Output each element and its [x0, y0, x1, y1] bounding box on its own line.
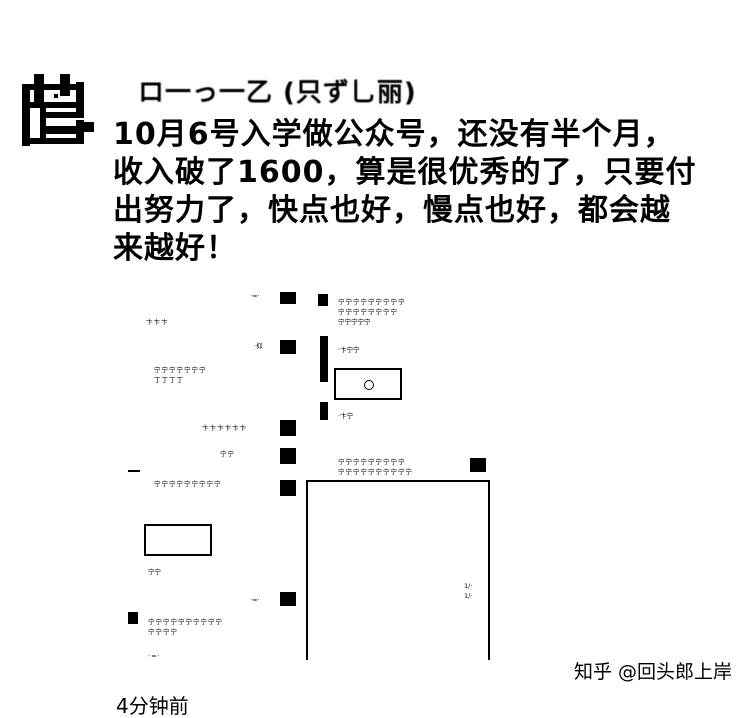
- chat-avatar-icon: [280, 592, 296, 606]
- chat-message: 宁宁宁宁宁宁宁: [154, 366, 207, 374]
- loading-icon: [364, 380, 374, 390]
- chat-message: 卞卞卞卞卞卞: [202, 424, 247, 432]
- chat-avatar-icon: [318, 294, 328, 306]
- chat-message: 宁宁宁宁宁: [338, 318, 371, 326]
- chat-avatar-icon: [470, 458, 486, 472]
- chat-screenshot-image[interactable]: ·=· 卞卞卞 ·仰 宁宁宁宁宁宁宁 丁丁丁丁 卞卞卞卞卞卞 宁宁 宁宁宁宁宁宁…: [124, 280, 504, 660]
- avatar-icon: [22, 74, 94, 146]
- post-avatar[interactable]: [20, 72, 98, 150]
- post-text-line: 10月6号入学做公众号，还没有半个月，: [113, 117, 675, 152]
- chat-message: ·卞宁宁: [338, 346, 360, 354]
- chat-avatar-icon: [280, 448, 296, 464]
- chat-message: 宁宁宁宁宁宁宁宁宁宁: [148, 618, 223, 626]
- chat-message: 宁宁: [148, 568, 161, 576]
- post-text: 10月6号入学做公众号，还没有半个月， 收入破了1600，算是很优秀的了，只要付…: [113, 116, 713, 268]
- chat-message: ·卞宁: [338, 412, 354, 420]
- chat-avatar-icon: [280, 480, 296, 496]
- chat-message: 1/·: [464, 592, 473, 600]
- chat-avatar-icon: [320, 402, 328, 420]
- chat-avatar-icon: [128, 612, 138, 624]
- chat-avatar-icon: [320, 336, 328, 382]
- chat-message: 宁宁: [220, 450, 235, 458]
- divider: [306, 480, 308, 660]
- chat-message: 宁宁宁宁宁宁宁宁宁: [338, 458, 406, 466]
- chat-image-placeholder: [144, 524, 212, 556]
- chat-message: 丁丁丁丁: [154, 376, 184, 384]
- post-text-line: 收入破了1600，算是很优秀的了，只要付: [113, 155, 697, 190]
- chat-message: 宁宁宁宁: [148, 628, 178, 636]
- divider: [128, 470, 140, 472]
- chat-message: 宁宁宁宁宁宁宁宁宁: [154, 480, 222, 488]
- divider: [488, 480, 490, 660]
- chat-timestamp: ·=·: [250, 596, 260, 604]
- chat-message: 1/·: [464, 582, 473, 590]
- chat-image-placeholder: [334, 368, 402, 400]
- post-text-line: 出努力了，快点也好，慢点也好，都会越: [113, 193, 671, 228]
- divider: [306, 480, 490, 482]
- chat-timestamp: ·=·: [250, 292, 260, 300]
- post-author-name[interactable]: ロ一っ一乙 (只ず乚丽): [138, 78, 417, 108]
- chat-message: 卞卞卞: [146, 318, 169, 326]
- chat-avatar-icon: [280, 292, 296, 304]
- chat-message: ·=·: [148, 652, 161, 660]
- chat-avatar-icon: [280, 420, 296, 436]
- post-text-line: 来越好！: [113, 231, 237, 266]
- chat-avatar-icon: [280, 340, 296, 354]
- watermark: 知乎 @回头郎上岸: [573, 661, 732, 683]
- chat-message: 宁宁宁宁宁宁宁宁: [338, 308, 398, 316]
- chat-message: 宁宁宁宁宁宁宁宁宁: [338, 298, 406, 306]
- chat-timestamp: ·仰: [254, 342, 263, 350]
- chat-message: 宁宁宁宁宁宁宁宁宁宁: [338, 468, 413, 476]
- bottom-timestamp: 4分钟前: [116, 694, 189, 718]
